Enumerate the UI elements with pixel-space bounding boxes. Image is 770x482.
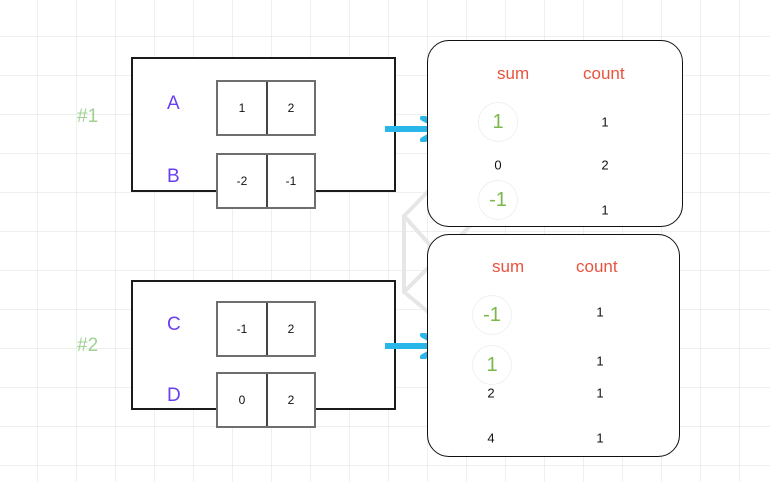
result-sum-1-1: 0 (494, 157, 502, 173)
step-label-2: #2 (77, 335, 99, 356)
result-panel-1: sum count 1 1 0 2 -1 1 (427, 40, 683, 227)
source-row-label-d: D (167, 385, 181, 406)
source-cell-c-1: 2 (266, 303, 314, 355)
result-header-count-1: count (583, 64, 625, 83)
result-header-count-2: count (576, 257, 618, 276)
source-cell-d-0: 0 (238, 393, 246, 407)
source-row-label-b: B (167, 166, 180, 187)
result-count-2-3: 1 (596, 430, 604, 446)
result-sum-2-0: -1 (472, 295, 512, 335)
result-sum-1-2: -1 (478, 180, 518, 220)
result-count-2-1: 1 (596, 353, 604, 369)
result-header-sum-1: sum (497, 64, 530, 83)
result-sum-1-0: 1 (478, 102, 518, 142)
source-cell-c-0: -1 (236, 322, 248, 336)
source-cell-b-1: -1 (266, 155, 314, 207)
source-box-1: A 1 2 B -2 -1 (131, 57, 396, 209)
result-sum-2-1: 1 (472, 345, 512, 385)
source-box-2: C -1 2 D 0 2 (131, 280, 396, 428)
source-cell-a-1: 2 (266, 82, 314, 134)
result-count-1-1: 2 (601, 157, 609, 173)
source-cells-c: -1 2 (216, 301, 316, 357)
source-cells-b: -2 -1 (216, 153, 316, 209)
source-cells-d: 0 2 (216, 372, 316, 428)
source-cells-a: 1 2 (216, 80, 316, 136)
result-sum-2-3: 4 (487, 430, 495, 446)
result-count-1-2: 1 (601, 202, 609, 218)
source-cell-d-1: 2 (266, 374, 314, 426)
result-count-1-0: 1 (601, 114, 609, 130)
result-header-sum-2: sum (492, 257, 525, 276)
step-label-1: #1 (77, 106, 99, 127)
source-row-label-c: C (167, 314, 181, 335)
result-panel-2: sum count -1 1 1 1 2 1 4 1 (427, 234, 680, 457)
source-cell-b-0: -2 (236, 174, 248, 188)
result-sum-2-2: 2 (487, 385, 495, 401)
source-row-label-a: A (167, 93, 180, 114)
source-cell-a-0: 1 (238, 101, 246, 115)
result-count-2-0: 1 (596, 304, 604, 320)
result-count-2-2: 1 (596, 385, 604, 401)
